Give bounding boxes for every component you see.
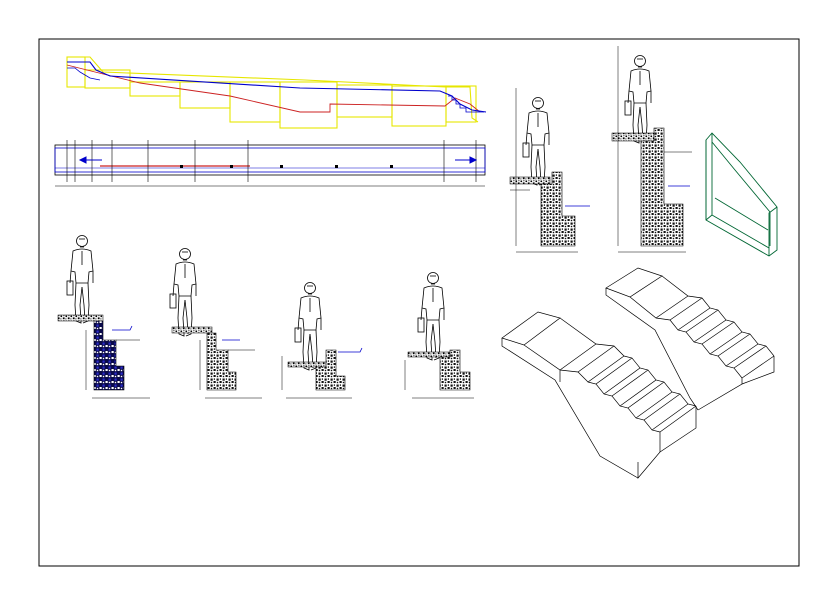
person-figure-icon bbox=[417, 272, 445, 361]
iso-stair-left bbox=[501, 311, 697, 479]
iso-stair-right bbox=[605, 267, 775, 411]
section-4 bbox=[404, 272, 474, 399]
plan-strip bbox=[54, 140, 486, 187]
person-figure-icon bbox=[294, 282, 322, 371]
person-figure-icon bbox=[169, 248, 197, 337]
section-1 bbox=[57, 235, 150, 399]
iso-handrail bbox=[705, 132, 778, 257]
person-figure-icon bbox=[624, 55, 652, 144]
longitudinal-profile bbox=[66, 56, 487, 129]
section-6 bbox=[611, 46, 692, 253]
section-2 bbox=[169, 248, 262, 399]
person-figure-icon bbox=[522, 97, 550, 186]
section-3 bbox=[281, 282, 363, 399]
section-5 bbox=[509, 88, 590, 253]
sheet-frame bbox=[38, 38, 800, 567]
person-figure-icon bbox=[66, 235, 94, 324]
